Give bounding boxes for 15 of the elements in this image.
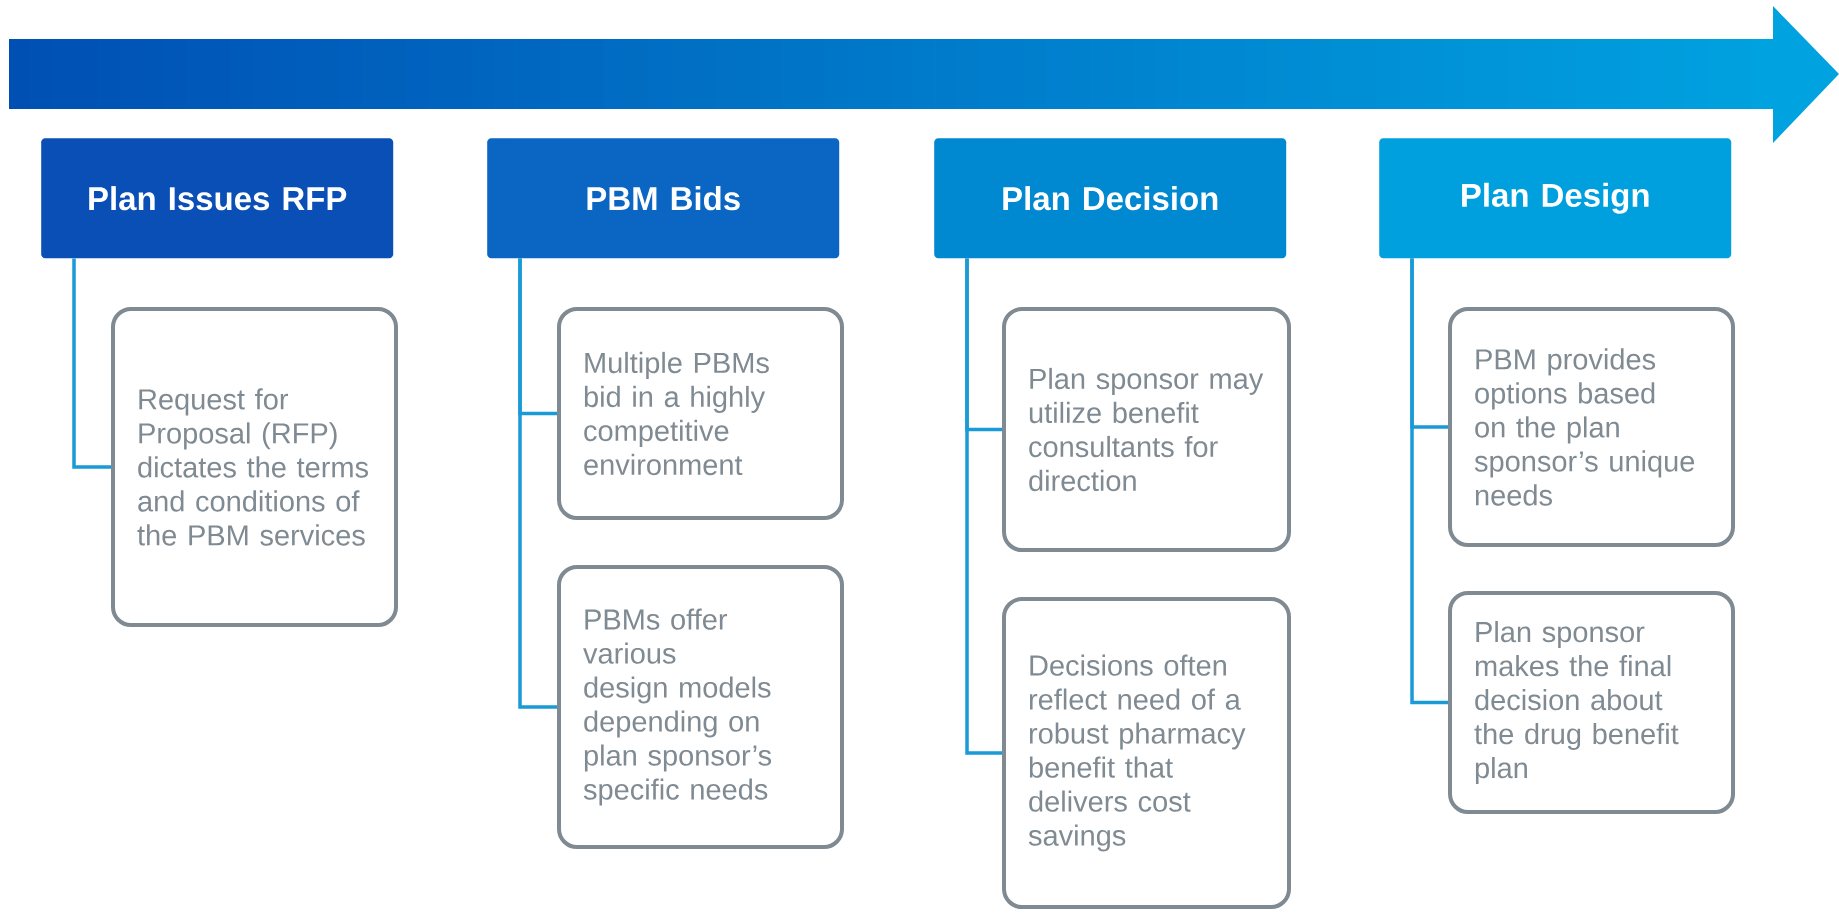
stage-header: Plan Issues RFP	[41, 138, 394, 259]
connector-line	[72, 258, 111, 469]
detail-box: Multiple PBMs bid in a highly competitive environment	[557, 307, 844, 520]
detail-box: PBM provides options based on the plan sponsor’s unique needs	[1448, 307, 1735, 547]
connector-line	[965, 258, 1002, 755]
detail-box: Decisions often reflect need of a robust pharmacy benefit that delivers cost savings	[1002, 597, 1291, 909]
stage-header: PBM Bids	[487, 138, 840, 259]
stage-header: Plan Decision	[934, 138, 1287, 259]
stage-header: Plan Design	[1379, 138, 1732, 259]
detail-box: Request for Proposal (RFP) dictates the terms and conditions of the PBM services	[111, 307, 398, 627]
connector-line	[1410, 258, 1448, 705]
connector-line	[518, 258, 557, 709]
detail-box: Plan sponsor makes the final decision about the drug benefit plan	[1448, 591, 1735, 814]
detail-box: PBMs offer various design models depending on plan sponsor’s specific needs	[557, 565, 844, 849]
detail-box: Plan sponsor may utilize benefit consultants for direction	[1002, 307, 1291, 552]
